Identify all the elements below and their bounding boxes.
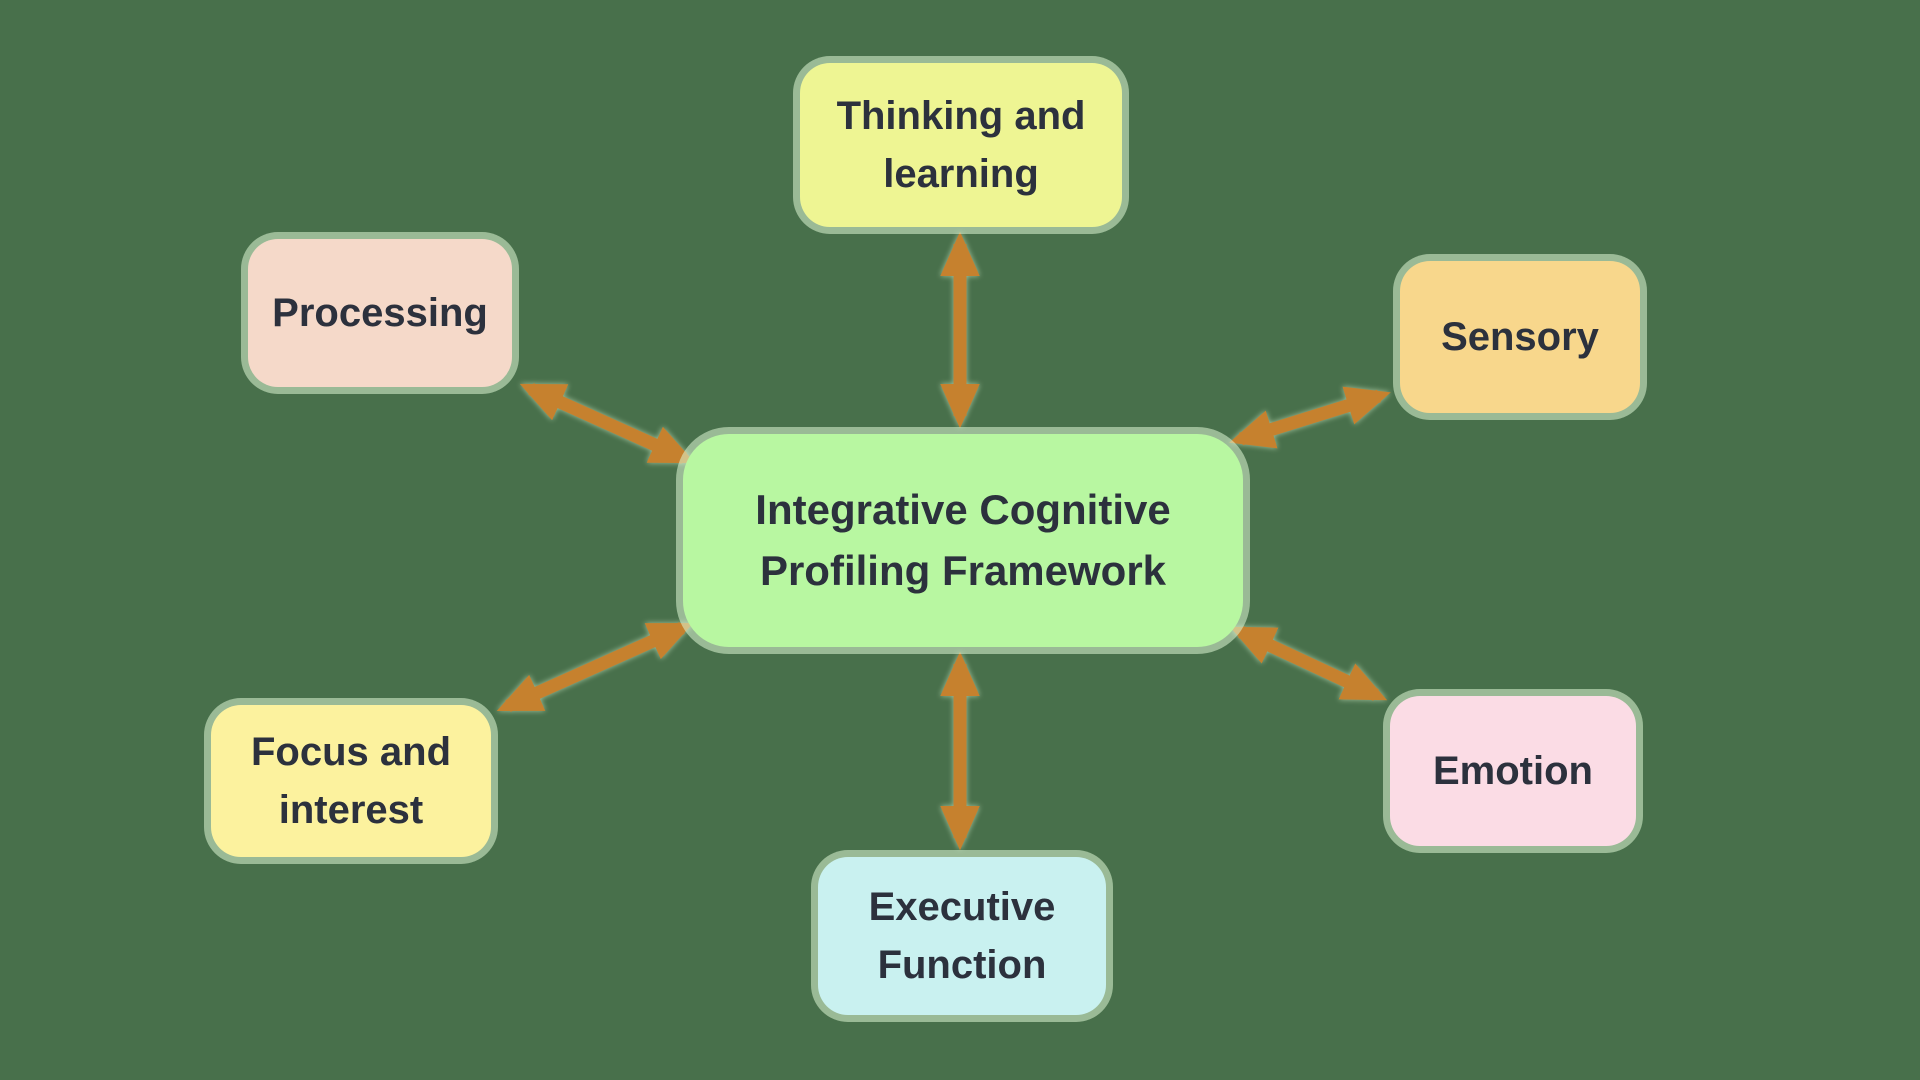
node-focus-and-interest[interactable]: Focus and interest (211, 705, 491, 857)
connector-emotion (1229, 626, 1388, 701)
node-integrative-cognitive-profiling-framework[interactable]: Integrative Cognitive Profiling Framewor… (683, 434, 1243, 647)
connector-sensory (1229, 386, 1391, 449)
node-executive-function[interactable]: Executive Function (818, 857, 1106, 1015)
node-label: Integrative Cognitive Profiling Framewor… (755, 485, 1171, 594)
node-label: Executive Function (868, 885, 1056, 987)
node-label: Emotion (1433, 749, 1593, 793)
node-emotion[interactable]: Emotion (1390, 696, 1636, 846)
node-label: Sensory (1441, 315, 1599, 359)
node-sensory[interactable]: Sensory (1400, 261, 1640, 413)
node-label: Processing (272, 291, 488, 335)
node-label: Focus and interest (250, 730, 452, 832)
node-processing[interactable]: Processing (248, 239, 512, 387)
connector-focus-and-interest (496, 622, 694, 712)
connector-processing (519, 383, 696, 464)
node-label: Thinking and learning (836, 94, 1086, 196)
node-thinking-and-learning[interactable]: Thinking and learning (800, 63, 1122, 227)
